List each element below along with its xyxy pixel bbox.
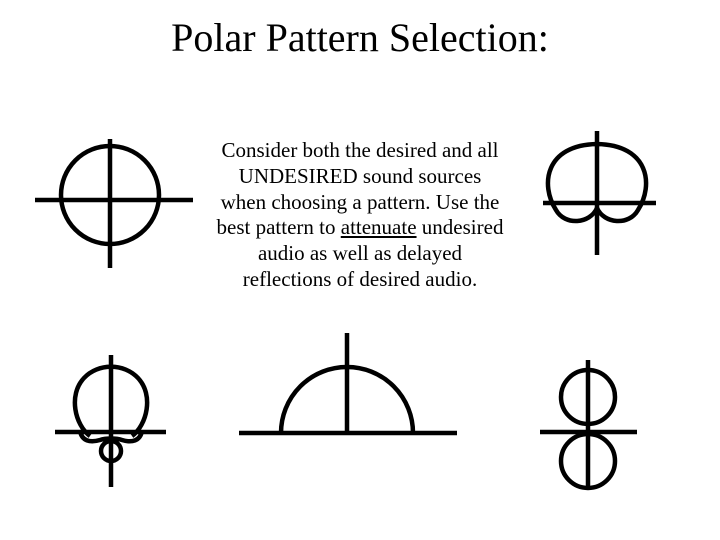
omnidirectional-pattern-icon xyxy=(35,139,193,268)
cardioid-pattern-icon xyxy=(543,131,656,255)
body-paragraph: Consider both the desired and all UNDESI… xyxy=(190,138,530,293)
body-line: best pattern to attenuate undesired xyxy=(190,215,530,241)
page-title: Polar Pattern Selection: xyxy=(171,15,549,60)
body-line: reflections of desired audio. xyxy=(242,266,478,291)
supercardioid-pattern-icon xyxy=(55,355,166,487)
half-omni-boundary-pattern-icon xyxy=(239,333,457,436)
body-line: Consider both the desired and all xyxy=(221,138,499,162)
body-line: audio as well as delayed xyxy=(257,241,463,266)
body-line: when choosing a pattern. Use the xyxy=(220,189,500,214)
bidirectional-figure-eight-pattern-icon xyxy=(540,360,637,491)
body-text-segment: best pattern to xyxy=(216,215,341,240)
body-text-segment: undesired xyxy=(416,215,504,240)
underlined-word: attenuate xyxy=(340,215,417,240)
body-line: UNDESIRED sound sources xyxy=(238,163,482,188)
